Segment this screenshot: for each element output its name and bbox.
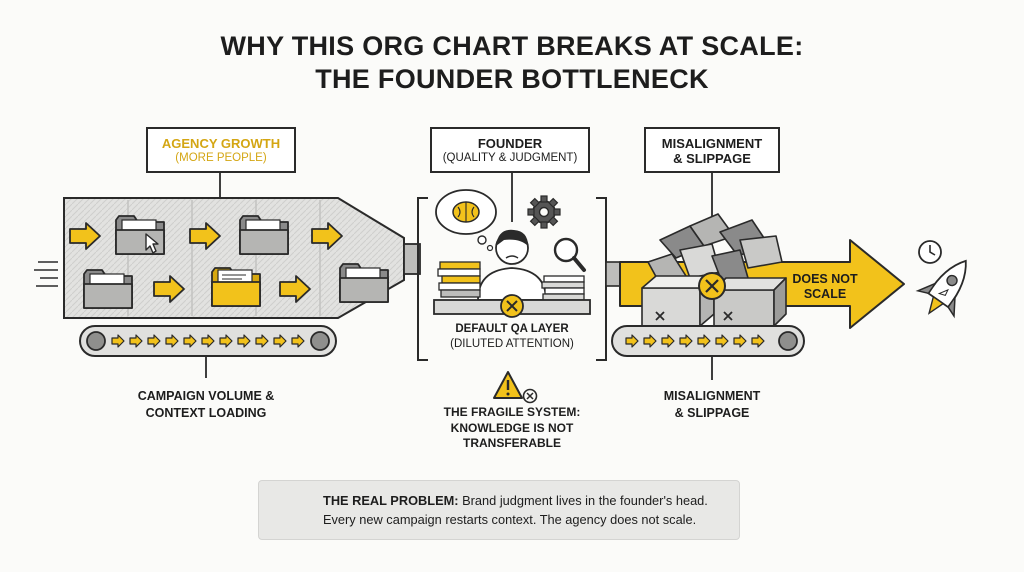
agency-growth-title: AGENCY GROWTH (161, 136, 281, 151)
rocket-icon (915, 259, 967, 319)
real-problem-line-2: Every new campaign restarts context. The… (323, 512, 697, 527)
founder-title: FOUNDER (477, 136, 543, 151)
misalignment-title-line-2: & SLIPPAGE (673, 151, 751, 166)
folder-icon (83, 269, 133, 309)
founder-subtitle: (QUALITY & JUDGMENT) (442, 152, 578, 164)
qa-layer-label: DEFAULT QA LAYER (DILUTED ATTENTION) (420, 322, 604, 352)
folder-icon (239, 215, 289, 255)
x-icon (500, 294, 524, 318)
x-icon (698, 272, 726, 300)
folder-icon (211, 267, 261, 307)
cursor-icon (145, 233, 159, 254)
box-icon (647, 213, 783, 285)
conveyor-roller (778, 331, 798, 351)
agency-caption: CAMPAIGN VOLUME & CONTEXT LOADING (106, 388, 306, 422)
paper-stack-right (541, 275, 585, 301)
misalignment-caption: MISALIGNMENT & SLIPPAGE (624, 388, 800, 422)
clock-icon (918, 240, 942, 264)
real-problem-text: THE REAL PROBLEM: Brand judgment lives i… (323, 491, 708, 529)
fragile-system-line-2: KNOWLEDGE IS NOT (450, 420, 574, 435)
fragile-system-line-3: TRANSFERABLE (463, 436, 561, 450)
founder-label: FOUNDER (QUALITY & JUDGMENT) (430, 127, 590, 173)
agency-growth-label: AGENCY GROWTH (MORE PEOPLE) (146, 127, 296, 173)
real-problem-line-1: Brand judgment lives in the founder's he… (458, 493, 708, 508)
qa-layer-line-2: (DILUTED ATTENTION) (450, 338, 574, 350)
fragile-system-line-1: THE FRAGILE SYSTEM: (443, 405, 581, 419)
right-neck (605, 261, 621, 287)
speed-lines (34, 261, 58, 287)
does-not-scale-label: DOES NOT SCALE (780, 272, 870, 302)
agency-caption-line-1: CAMPAIGN VOLUME & (137, 389, 275, 403)
page-title: WHY THIS ORG CHART BREAKS AT SCALE: THE … (0, 30, 1024, 96)
agency-growth-subtitle: (MORE PEOPLE) (175, 152, 267, 164)
magnifier-icon (553, 237, 586, 272)
misalignment-title-line-1: MISALIGNMENT (661, 136, 763, 151)
brain-icon (435, 189, 497, 252)
box-x-marks (655, 311, 733, 321)
misalignment-caption-line-2: & SLIPPAGE (674, 406, 750, 420)
does-not-scale-line-2: SCALE (803, 287, 847, 301)
conveyor-roller (310, 331, 330, 351)
folder-icon (339, 263, 389, 303)
box-icon (641, 275, 787, 327)
title-line-2: THE FOUNDER BOTTLENECK (315, 64, 709, 94)
misalignment-label: MISALIGNMENT & SLIPPAGE (644, 127, 780, 173)
hopper-neck (403, 243, 421, 275)
agency-caption-line-2: CONTEXT LOADING (145, 406, 267, 420)
folder-icon (115, 215, 165, 255)
title-line-1: WHY THIS ORG CHART BREAKS AT SCALE: (220, 31, 804, 61)
does-not-scale-line-1: DOES NOT (792, 272, 858, 286)
qa-layer-line-1: DEFAULT QA LAYER (455, 323, 569, 335)
paper-stack-left (437, 261, 481, 298)
gear-icon (527, 195, 561, 229)
conveyor-roller (86, 331, 106, 351)
person-icon (477, 229, 547, 301)
warning-icon (493, 371, 538, 404)
misalignment-caption-line-1: MISALIGNMENT (663, 389, 761, 403)
fragile-system-caption: THE FRAGILE SYSTEM: KNOWLEDGE IS NOT TRA… (412, 405, 612, 452)
real-problem-heading: THE REAL PROBLEM: (323, 493, 459, 508)
real-problem-note: THE REAL PROBLEM: Brand judgment lives i… (258, 480, 740, 540)
